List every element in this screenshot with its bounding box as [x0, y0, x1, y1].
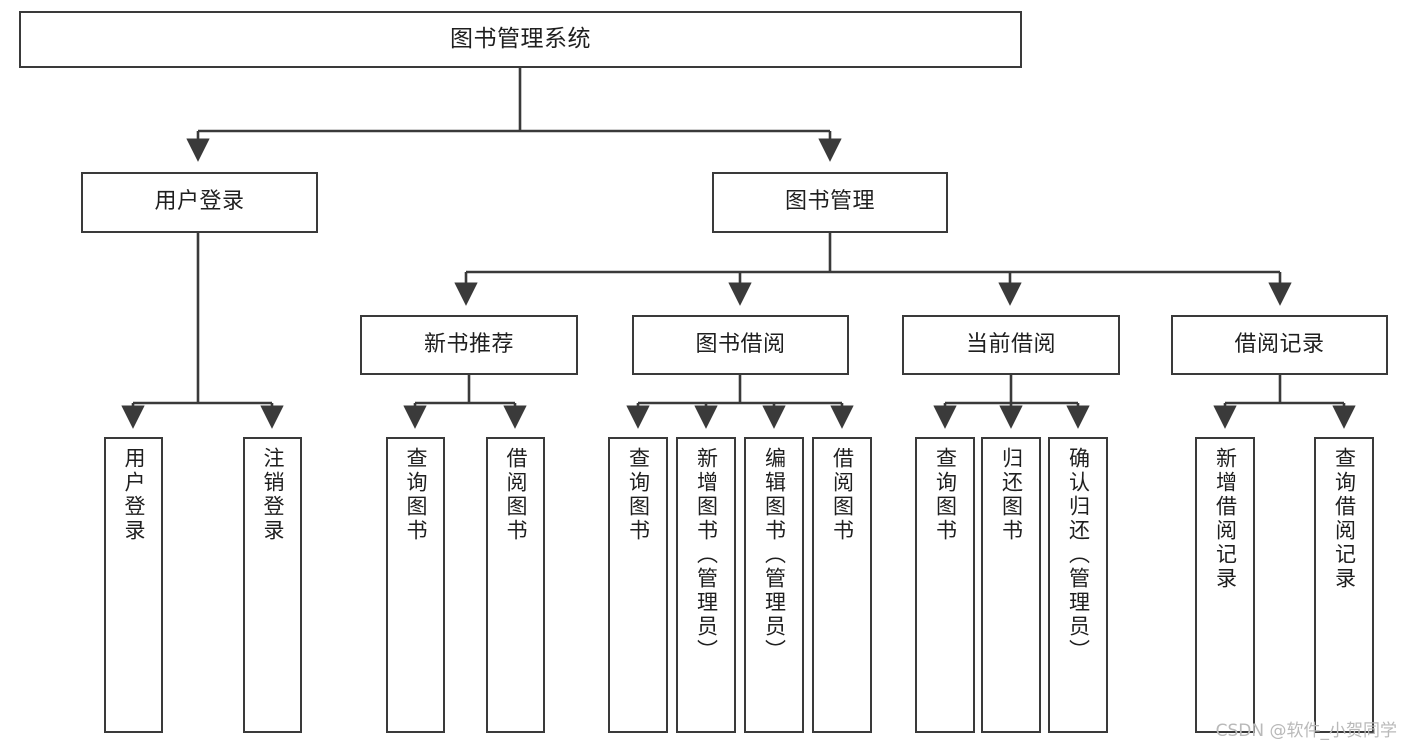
leaf-book-borrow-borrow[interactable]: 借阅图书: [812, 437, 872, 733]
node-user-login[interactable]: 用户登录: [81, 172, 318, 233]
node-label: 确认归还（管理员）: [1066, 447, 1091, 663]
node-new-book-recommend[interactable]: 新书推荐: [360, 315, 578, 375]
leaf-current-borrow-return[interactable]: 归还图书: [981, 437, 1041, 733]
node-label: 查询图书: [933, 447, 958, 543]
leaf-user-login-login[interactable]: 用户登录: [104, 437, 163, 733]
node-label: 当前借阅: [965, 331, 1056, 357]
node-label: 编辑图书（管理员）: [762, 447, 787, 663]
leaf-new-book-query[interactable]: 查询图书: [386, 437, 445, 733]
node-label: 图书管理系统: [450, 25, 591, 52]
leaf-book-borrow-query[interactable]: 查询图书: [608, 437, 668, 733]
node-book-management[interactable]: 图书管理: [712, 172, 948, 233]
node-current-borrow[interactable]: 当前借阅: [902, 315, 1120, 375]
node-root-system[interactable]: 图书管理系统: [19, 11, 1022, 68]
node-label: 查询借阅记录: [1332, 447, 1357, 591]
node-label: 用户登录: [154, 189, 245, 215]
node-label: 注销登录: [261, 447, 285, 543]
node-label: 查询图书: [404, 447, 428, 543]
node-label: 新书推荐: [423, 331, 514, 357]
leaf-new-book-borrow[interactable]: 借阅图书: [486, 437, 545, 733]
node-label: 借阅记录: [1234, 331, 1325, 357]
node-label: 查询图书: [626, 447, 651, 543]
node-label: 新增图书（管理员）: [694, 447, 719, 663]
leaf-current-borrow-query[interactable]: 查询图书: [915, 437, 975, 733]
node-label: 图书管理: [784, 189, 875, 215]
leaf-user-login-logout[interactable]: 注销登录: [243, 437, 302, 733]
leaf-book-borrow-add[interactable]: 新增图书（管理员）: [676, 437, 736, 733]
node-label: 归还图书: [999, 447, 1024, 543]
node-label: 图书借阅: [695, 331, 786, 357]
leaf-current-borrow-confirm-return[interactable]: 确认归还（管理员）: [1048, 437, 1108, 733]
node-book-borrow[interactable]: 图书借阅: [632, 315, 849, 375]
leaf-borrow-record-add[interactable]: 新增借阅记录: [1195, 437, 1255, 733]
node-borrow-record[interactable]: 借阅记录: [1171, 315, 1388, 375]
node-label: 新增借阅记录: [1213, 447, 1238, 591]
leaf-book-borrow-edit[interactable]: 编辑图书（管理员）: [744, 437, 804, 733]
node-label: 借阅图书: [830, 447, 855, 543]
node-label: 用户登录: [122, 447, 146, 543]
csdn-watermark: CSDN @软件_小贺同学: [1215, 721, 1397, 741]
node-label: 借阅图书: [504, 447, 528, 543]
leaf-borrow-record-query[interactable]: 查询借阅记录: [1314, 437, 1374, 733]
